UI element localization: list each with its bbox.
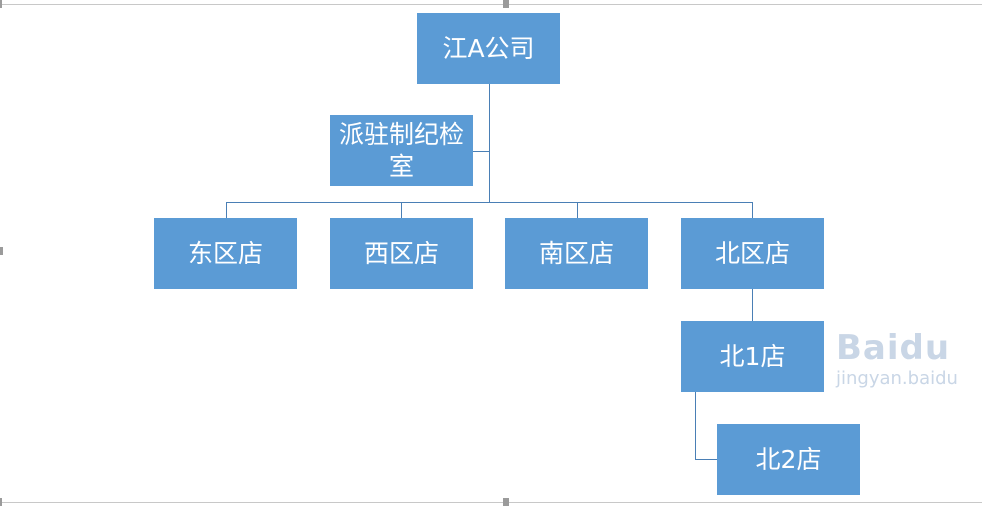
node-north-1[interactable]: 北1店 — [681, 321, 824, 392]
frame-top-border — [0, 4, 982, 5]
node-label: 西区店 — [363, 238, 439, 268]
connector-south — [577, 202, 578, 218]
node-root[interactable]: 江A公司 — [417, 13, 560, 84]
connector-root-trunk — [489, 83, 490, 202]
connector-north-sub1 — [752, 289, 753, 321]
node-label: 派驻制纪检室 — [338, 119, 464, 181]
connector-assistant — [473, 151, 489, 152]
frame-bottom-border — [0, 502, 982, 503]
watermark-logo: Baidu — [836, 328, 951, 368]
node-south[interactable]: 南区店 — [505, 218, 648, 289]
node-label: 江A公司 — [442, 33, 535, 63]
node-label: 北区店 — [714, 238, 790, 268]
node-label: 北1店 — [719, 341, 786, 371]
resize-handle-top[interactable] — [503, 0, 509, 8]
connector-branch-bus — [226, 202, 753, 203]
connector-north — [752, 202, 753, 218]
resize-handle-top-left[interactable] — [0, 0, 2, 8]
connector-north-sub2-vertical — [695, 392, 696, 459]
connector-north-sub2-horizontal — [695, 459, 717, 460]
baidu-watermark: Baidu jingyan.baidu — [836, 328, 958, 390]
node-north-2[interactable]: 北2店 — [717, 424, 860, 495]
node-east[interactable]: 东区店 — [154, 218, 297, 289]
node-label: 北2店 — [755, 444, 822, 474]
resize-handle-bottom[interactable] — [503, 498, 509, 506]
connector-west — [401, 202, 402, 218]
node-assistant[interactable]: 派驻制纪检室 — [330, 115, 473, 186]
connector-east — [226, 202, 227, 218]
node-label: 东区店 — [187, 238, 263, 268]
watermark-site: jingyan.baidu — [836, 368, 958, 389]
node-north[interactable]: 北区店 — [681, 218, 824, 289]
node-label: 南区店 — [538, 238, 614, 268]
resize-handle-bottom-left[interactable] — [0, 498, 2, 506]
node-west[interactable]: 西区店 — [330, 218, 473, 289]
resize-handle-left[interactable] — [0, 247, 3, 255]
